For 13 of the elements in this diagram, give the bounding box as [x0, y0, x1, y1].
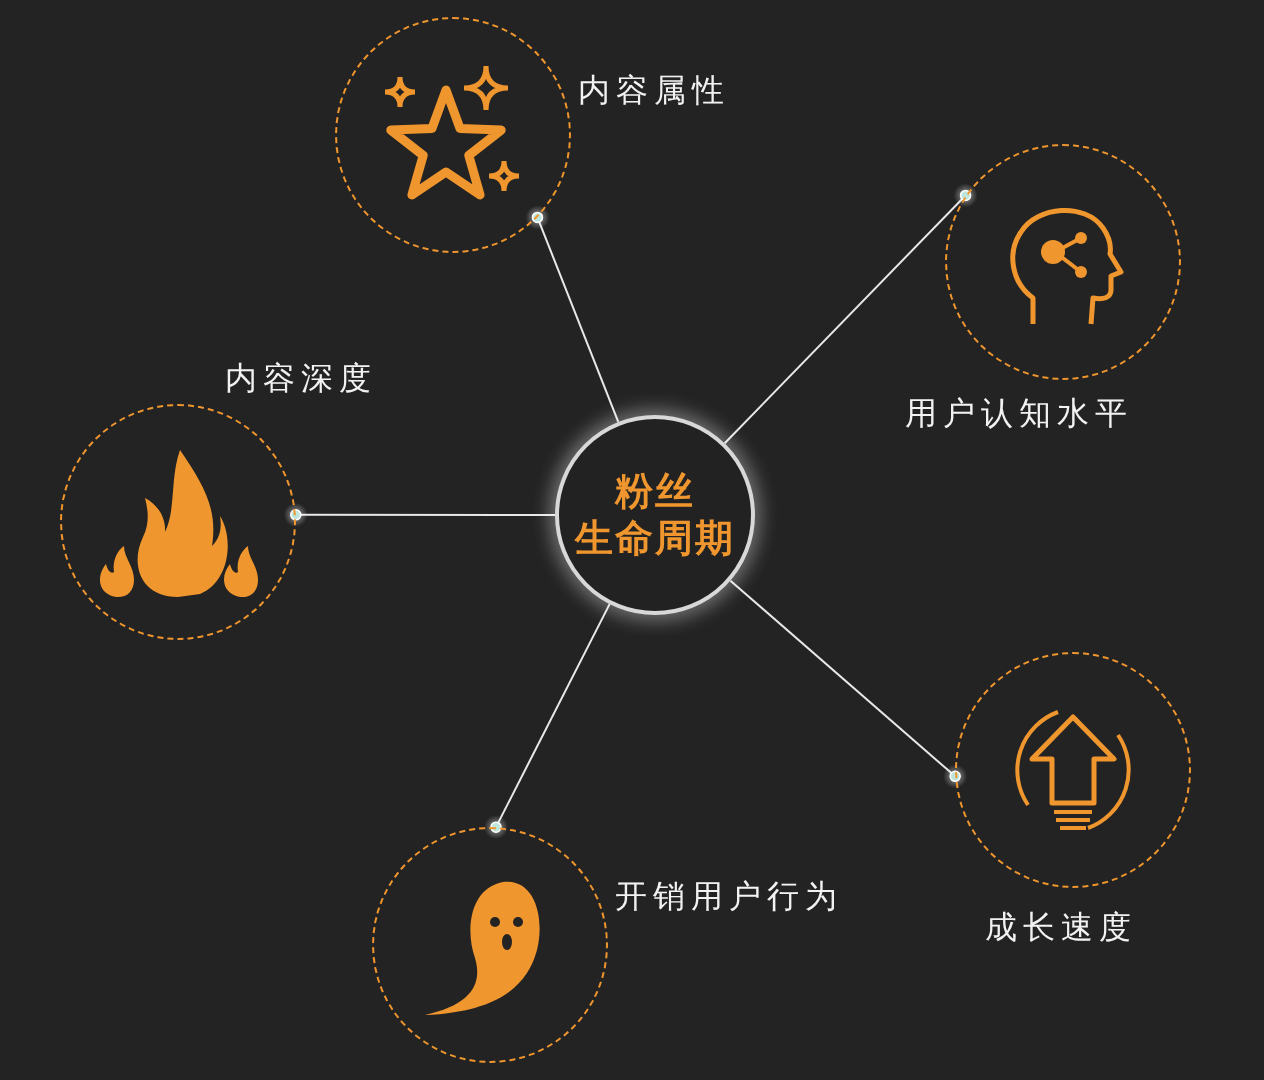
connector-line — [723, 182, 979, 445]
connector-line — [483, 603, 611, 840]
hub-circle — [555, 415, 755, 615]
node-label: 开销用户行为 — [615, 876, 843, 916]
connector-line — [524, 204, 620, 423]
connector-line — [283, 502, 556, 528]
node-label: 内容属性 — [578, 70, 730, 110]
node-label: 用户认知水平 — [905, 393, 1133, 433]
hub-title: 粉丝 — [615, 467, 695, 515]
hub-title: 生命周期 — [575, 515, 735, 562]
node-label: 内容深度 — [225, 358, 377, 398]
node-label: 成长速度 — [985, 907, 1137, 947]
connector-line — [729, 579, 968, 790]
